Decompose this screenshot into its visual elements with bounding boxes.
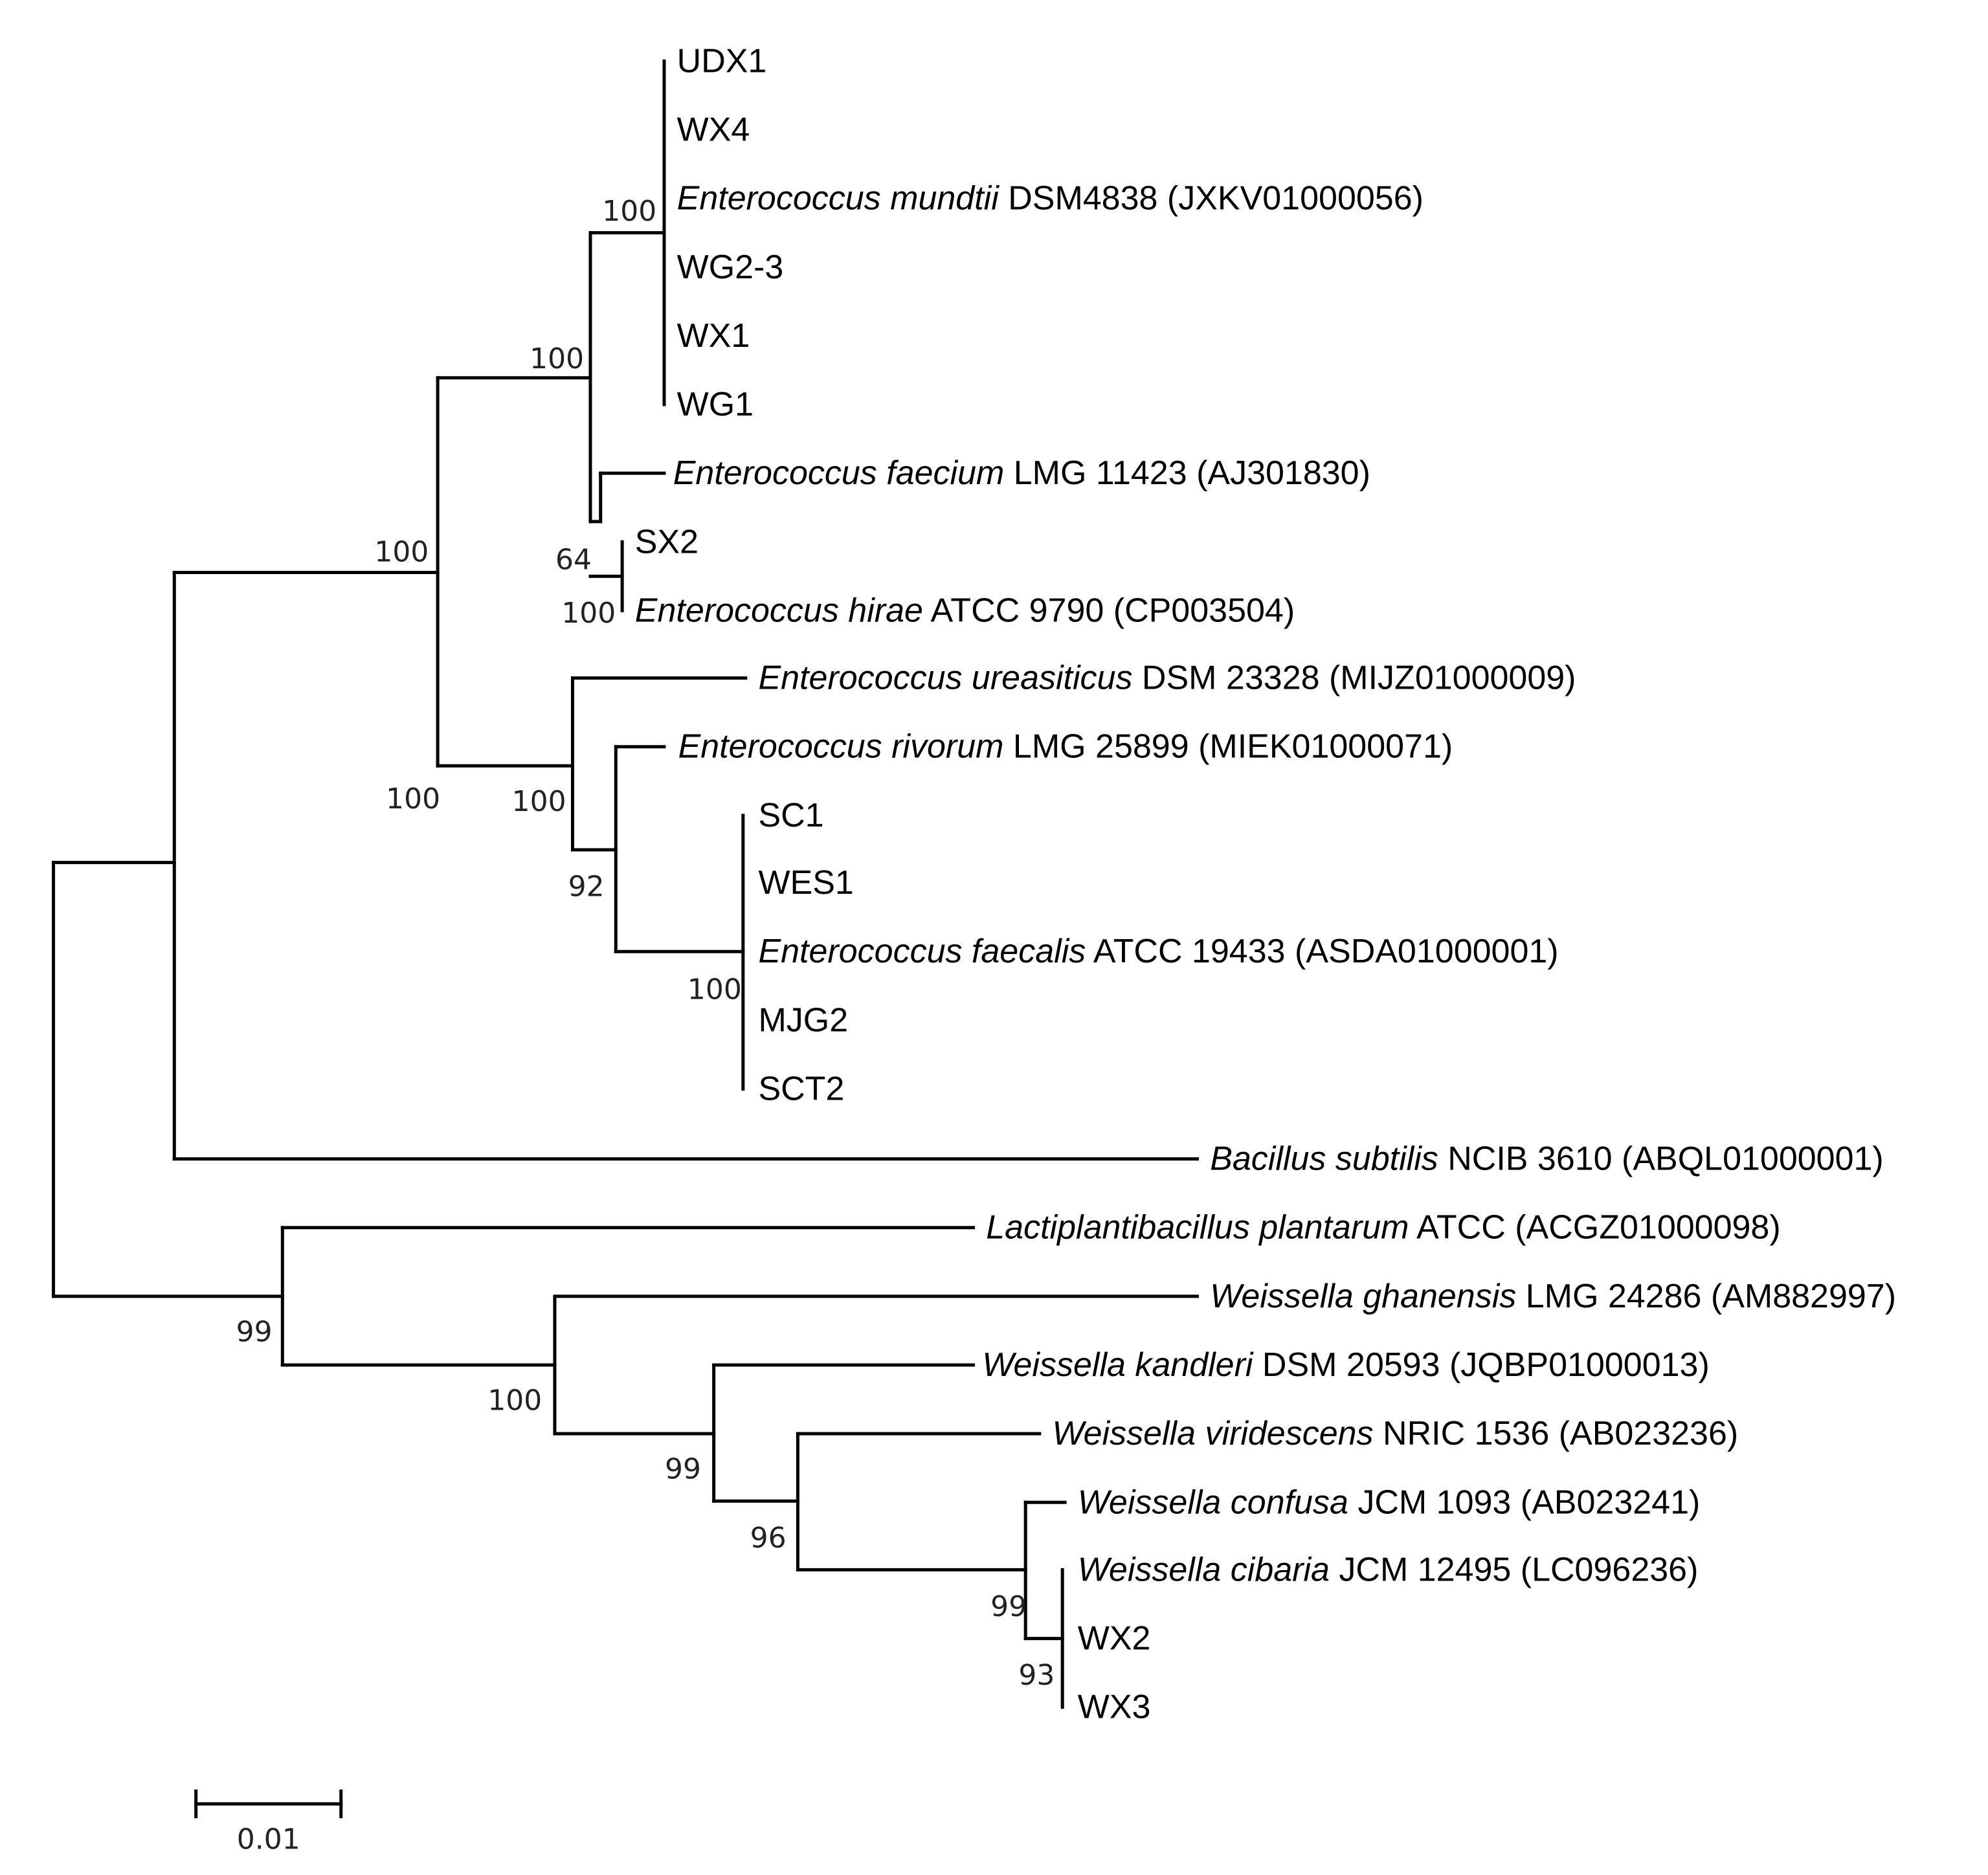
species-name: Enterococcus ureasiticus bbox=[758, 660, 1132, 697]
bootstrap-value: 100 bbox=[487, 1384, 542, 1417]
leaf-label: Enterococcus faecalis ATCC 19433 (ASDA01… bbox=[758, 933, 1558, 970]
bootstrap-value: 96 bbox=[750, 1522, 787, 1555]
species-name: Lactiplantibacillus plantarum bbox=[986, 1209, 1409, 1247]
strain-accession: MJG2 bbox=[758, 1001, 848, 1039]
leaf-label: Weissella cibaria JCM 12495 (LC096236) bbox=[1078, 1551, 1699, 1588]
species-name: Weissella ghanensis bbox=[1210, 1278, 1516, 1315]
leaf-label: Weissella kandleri DSM 20593 (JQBP010000… bbox=[982, 1346, 1709, 1384]
leaf-label: SCT2 bbox=[758, 1070, 844, 1107]
bootstrap-labels: 100 100 64 100 100 100 100 92 100 99 93 99 96 100 99 bbox=[236, 195, 1055, 1692]
strain-accession: WES1 bbox=[758, 864, 853, 902]
leaf-label: MJG2 bbox=[758, 1001, 848, 1039]
strain-accession: WX3 bbox=[1078, 1689, 1151, 1726]
strain-accession: DSM 20593 (JQBP01000013) bbox=[1253, 1346, 1709, 1384]
bootstrap-value: 100 bbox=[374, 536, 429, 569]
leaf-label: Enterococcus hirae ATCC 9790 (CP003504) bbox=[635, 592, 1295, 629]
leaf-label: WES1 bbox=[758, 864, 853, 902]
bootstrap-value: 100 bbox=[386, 782, 440, 815]
strain-accession: LMG 24286 (AM882997) bbox=[1516, 1278, 1896, 1315]
strain-accession: SCT2 bbox=[758, 1070, 844, 1107]
leaf-label: WX3 bbox=[1078, 1689, 1151, 1726]
species-name: Bacillus subtilis bbox=[1210, 1140, 1438, 1178]
strain-accession: ATCC 9790 (CP003504) bbox=[923, 592, 1295, 629]
strain-accession: NRIC 1536 (AB023236) bbox=[1374, 1415, 1739, 1452]
leaf-label: WX2 bbox=[1078, 1620, 1151, 1658]
species-name: Enterococcus rivorum bbox=[678, 728, 1004, 766]
tree-branches bbox=[52, 59, 1200, 1709]
bootstrap-value: 99 bbox=[665, 1453, 701, 1486]
strain-accession: WG2-3 bbox=[677, 249, 784, 286]
strain-accession: DSM4838 (JXKV01000056) bbox=[999, 180, 1424, 217]
species-name: Enterococcus faecium bbox=[673, 454, 1005, 492]
bootstrap-value: 100 bbox=[530, 342, 584, 375]
leaf-label: Lactiplantibacillus plantarum ATCC (ACGZ… bbox=[986, 1209, 1780, 1247]
leaf-label: SC1 bbox=[758, 797, 823, 834]
leaf-label: WX4 bbox=[677, 111, 750, 148]
leaf-label: Enterococcus faecium LMG 11423 (AJ301830… bbox=[673, 454, 1370, 492]
leaf-label: UDX1 bbox=[677, 42, 767, 80]
bootstrap-value: 100 bbox=[512, 785, 566, 818]
bootstrap-value: 93 bbox=[1018, 1659, 1055, 1692]
leaf-label: Weissella confusa JCM 1093 (AB023241) bbox=[1078, 1483, 1701, 1521]
bootstrap-value: 100 bbox=[687, 973, 742, 1006]
strain-accession: WG1 bbox=[677, 386, 754, 423]
leaf-label: Bacillus subtilis NCIB 3610 (ABQL0100000… bbox=[1210, 1140, 1884, 1178]
leaf-label: WX1 bbox=[677, 317, 750, 355]
species-name: Weissella kandleri bbox=[982, 1346, 1254, 1384]
bootstrap-value: 64 bbox=[555, 543, 592, 576]
strain-accession: ATCC 19433 (ASDA01000001) bbox=[1086, 933, 1558, 970]
species-name: Weissella viridescens bbox=[1052, 1415, 1373, 1452]
strain-accession: WX4 bbox=[677, 111, 750, 148]
bootstrap-value: 99 bbox=[990, 1590, 1027, 1623]
scale-bar-label: 0.01 bbox=[237, 1823, 300, 1856]
strain-accession: NCIB 3610 (ABQL01000001) bbox=[1438, 1140, 1884, 1178]
bootstrap-value: 92 bbox=[568, 870, 605, 903]
leaf-label: Enterococcus rivorum LMG 25899 (MIEK0100… bbox=[678, 728, 1453, 766]
leaf-label: WG1 bbox=[677, 386, 754, 423]
leaf-label: Weissella ghanensis LMG 24286 (AM882997) bbox=[1210, 1278, 1896, 1315]
strain-accession: LMG 11423 (AJ301830) bbox=[1004, 454, 1370, 492]
strain-accession: SX2 bbox=[635, 523, 698, 560]
strain-accession: ATCC (ACGZ01000098) bbox=[1409, 1209, 1781, 1247]
strain-accession: LMG 25899 (MIEK01000071) bbox=[1003, 728, 1453, 766]
species-name: Weissella cibaria bbox=[1078, 1551, 1330, 1588]
strain-accession: JCM 12495 (LC096236) bbox=[1330, 1551, 1698, 1588]
species-name: Weissella confusa bbox=[1078, 1483, 1348, 1521]
leaf-label: Enterococcus mundtii DSM4838 (JXKV010000… bbox=[677, 180, 1424, 217]
species-name: Enterococcus hirae bbox=[635, 592, 923, 629]
bootstrap-value: 100 bbox=[561, 597, 616, 630]
bootstrap-value: 99 bbox=[236, 1315, 273, 1348]
strain-accession: WX1 bbox=[677, 317, 750, 355]
scale-bar: 0.01 bbox=[194, 1789, 343, 1856]
strain-accession: DSM 23328 (MIJZ01000009) bbox=[1132, 660, 1576, 697]
strain-accession: SC1 bbox=[758, 797, 823, 834]
leaf-label: WG2-3 bbox=[677, 249, 784, 286]
leaf-label: Weissella viridescens NRIC 1536 (AB02323… bbox=[1052, 1415, 1738, 1452]
strain-accession: WX2 bbox=[1078, 1620, 1151, 1658]
strain-accession: JCM 1093 (AB023241) bbox=[1348, 1483, 1700, 1521]
leaf-label: Enterococcus ureasiticus DSM 23328 (MIJZ… bbox=[758, 660, 1576, 697]
species-name: Enterococcus mundtii bbox=[677, 180, 1000, 217]
bootstrap-value: 100 bbox=[602, 195, 656, 228]
species-name: Enterococcus faecalis bbox=[758, 933, 1086, 970]
strain-accession: UDX1 bbox=[677, 42, 767, 80]
leaf-label: SX2 bbox=[635, 523, 698, 560]
